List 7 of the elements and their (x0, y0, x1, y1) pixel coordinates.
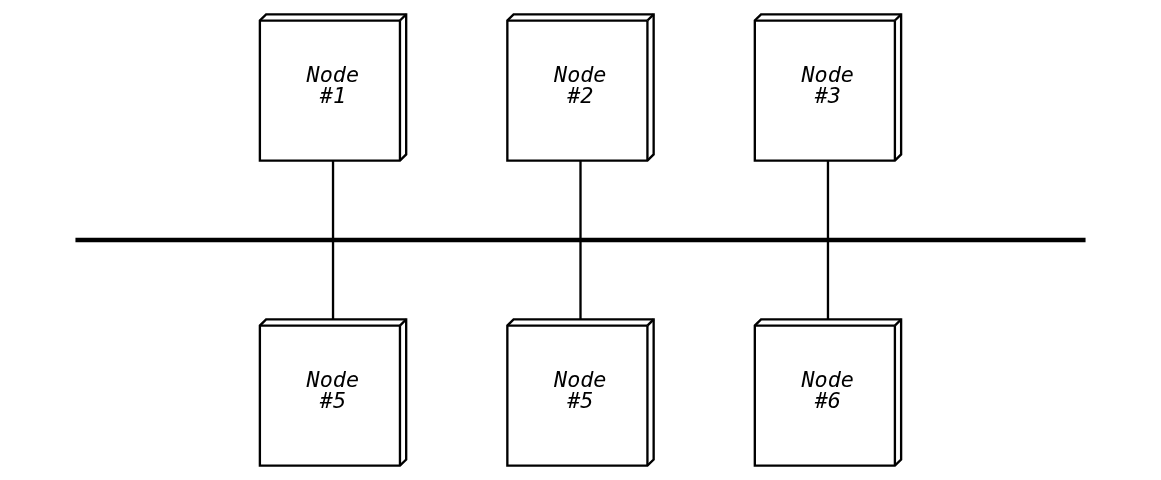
connector (826, 161, 830, 239)
node-bar (75, 237, 1086, 243)
connector (579, 241, 582, 320)
connector (826, 241, 830, 320)
connector (331, 161, 335, 239)
connector (331, 241, 335, 320)
connector (579, 161, 582, 239)
